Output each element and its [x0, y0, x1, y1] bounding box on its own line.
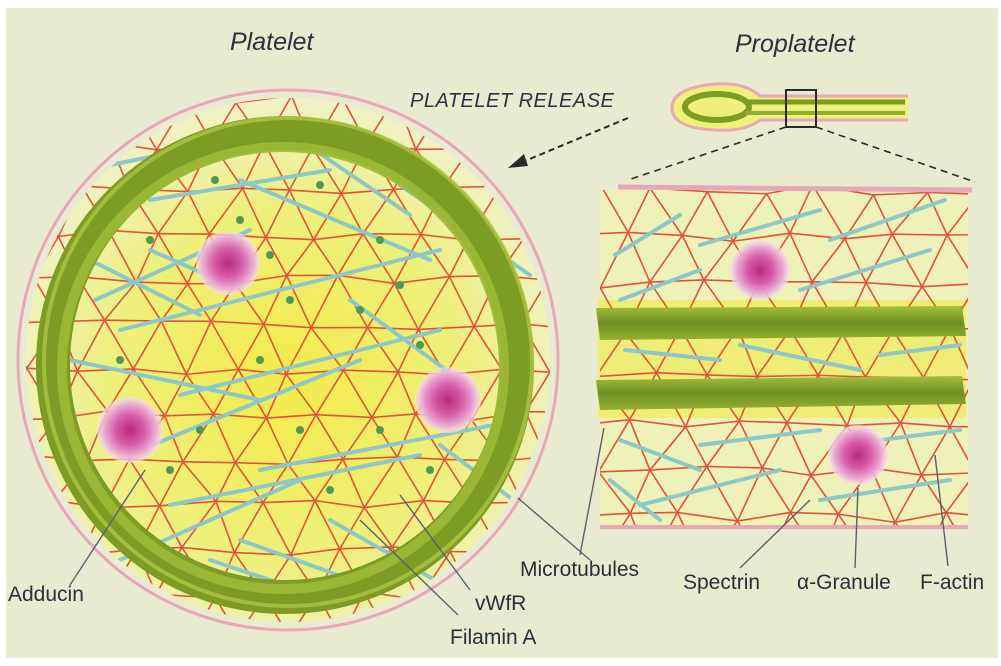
filamin-node — [376, 236, 384, 244]
spectrin-label: Spectrin — [683, 572, 760, 593]
alpha-granule — [196, 231, 260, 295]
spectrin-strand — [0, 323, 1, 366]
filamin-node — [266, 251, 274, 259]
proplatelet-title: Proplatelet — [735, 32, 855, 57]
filamin-node — [426, 466, 434, 474]
microtubules-label: Microtubules — [520, 559, 639, 580]
spectrin-strand — [0, 420, 4, 460]
filamin-node — [396, 281, 404, 289]
filamin-node — [316, 181, 324, 189]
platelet-release-label: PLATELET RELEASE — [410, 91, 614, 111]
alpha-granule — [730, 240, 790, 300]
membrane-top — [618, 187, 972, 190]
filamin-node — [416, 341, 424, 349]
spectrin-strand — [0, 366, 4, 420]
alpha-granule — [828, 425, 888, 485]
filamin-node — [166, 466, 174, 474]
filamin-node — [211, 176, 219, 184]
microtubule-bundle — [596, 306, 966, 340]
spectrin-strand — [0, 505, 3, 551]
alpha-granule — [97, 397, 163, 463]
filamin-node — [256, 356, 264, 364]
spectrin-strand — [892, 234, 947, 235]
alpha-granule-label: α-Granule — [797, 572, 891, 593]
filamin-node — [116, 356, 124, 364]
filamin-node — [296, 426, 304, 434]
filamin-node — [326, 486, 334, 494]
filamin-node — [376, 426, 384, 434]
filamin-node — [236, 216, 244, 224]
filamin-node — [286, 296, 294, 304]
filamin-node — [196, 426, 204, 434]
microtubule-bundle — [596, 376, 966, 410]
filamin-node — [356, 306, 364, 314]
adducin-label: Adducin — [8, 584, 84, 605]
spectrin-strand — [0, 461, 3, 506]
filamin-label: Filamin A — [450, 627, 536, 648]
platelet-title: Platelet — [230, 30, 313, 55]
filamin-node — [146, 236, 154, 244]
proplatelet-section — [543, 185, 1001, 566]
alpha-granule — [415, 367, 481, 433]
spectrin-strand — [183, 462, 235, 463]
f-actin-label: F-actin — [920, 572, 984, 593]
vwfr-label: vWfR — [475, 593, 526, 614]
spectrin-strand — [0, 283, 1, 323]
